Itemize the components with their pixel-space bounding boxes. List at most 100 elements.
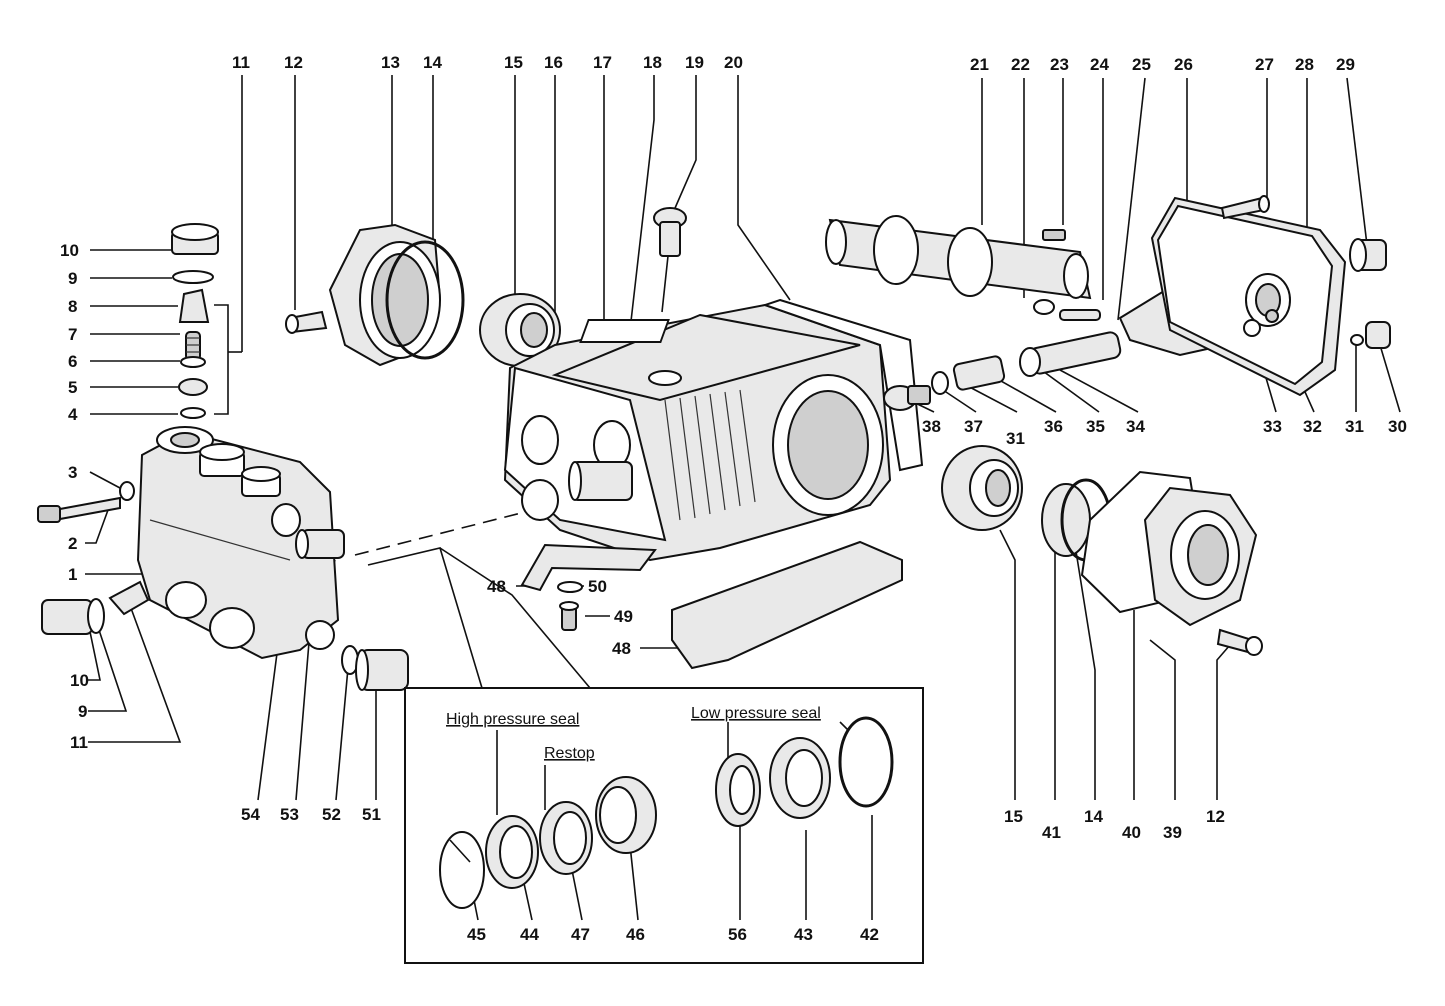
part-label: 33 bbox=[1263, 417, 1282, 436]
part-label: 17 bbox=[593, 53, 612, 72]
part-label: 24 bbox=[1090, 55, 1109, 74]
washer-3 bbox=[119, 481, 135, 501]
part-label: 40 bbox=[1122, 823, 1141, 842]
retainer-46 bbox=[595, 776, 657, 854]
restop-label: Restop bbox=[544, 745, 595, 762]
rear-cover-28 bbox=[1150, 196, 1347, 397]
part-label: 46 bbox=[626, 925, 645, 944]
bolt-2 bbox=[37, 496, 121, 523]
nut-38 bbox=[883, 385, 931, 411]
washer-33 bbox=[1243, 319, 1261, 337]
part-label: 10 bbox=[60, 241, 79, 260]
gasket-20 bbox=[761, 298, 924, 472]
bolt-12 bbox=[285, 310, 328, 334]
part-label: 42 bbox=[860, 925, 879, 944]
liner-17 bbox=[568, 461, 633, 501]
part-label: 21 bbox=[970, 55, 989, 74]
plug-53 bbox=[295, 529, 345, 559]
part-label: 22 bbox=[1011, 55, 1030, 74]
oring-4 bbox=[180, 407, 206, 419]
part-label: 18 bbox=[643, 53, 662, 72]
plug-51 bbox=[355, 649, 409, 691]
part-label: 20 bbox=[724, 53, 743, 72]
nut-32 bbox=[1265, 309, 1279, 323]
part-label: 9 bbox=[68, 269, 77, 288]
foot-48-small bbox=[520, 543, 657, 592]
part-label: 30 bbox=[1388, 417, 1407, 436]
screw-49 bbox=[559, 601, 579, 631]
hp-seal-44 bbox=[485, 815, 539, 889]
flange-39 bbox=[1143, 486, 1258, 627]
part-label: 47 bbox=[571, 925, 590, 944]
lp-seal-56 bbox=[715, 753, 761, 827]
part-label: 51 bbox=[362, 805, 381, 824]
part-label: 37 bbox=[964, 417, 983, 436]
oring-9 bbox=[172, 270, 214, 284]
part-label: 45 bbox=[467, 925, 486, 944]
part-label: 39 bbox=[1163, 823, 1182, 842]
part-label: 12 bbox=[284, 53, 303, 72]
part-label: 4 bbox=[68, 405, 78, 424]
part-label: 10 bbox=[70, 671, 89, 690]
part-label: 2 bbox=[68, 534, 77, 553]
part-label: 35 bbox=[1086, 417, 1105, 436]
bearing-15 bbox=[479, 293, 561, 367]
part-label: 11 bbox=[232, 53, 250, 72]
part-label: 7 bbox=[68, 325, 77, 344]
part-label: 48 bbox=[487, 577, 506, 596]
plug-10-side bbox=[41, 598, 105, 635]
part-label: 8 bbox=[68, 297, 77, 316]
valve-cage-8 bbox=[178, 288, 210, 323]
fitting-11-side bbox=[108, 580, 150, 616]
part-label: 44 bbox=[520, 925, 539, 944]
washer-50 bbox=[557, 581, 583, 593]
part-label: 19 bbox=[685, 53, 704, 72]
part-label: 41 bbox=[1042, 823, 1061, 842]
part-label: 36 bbox=[1044, 417, 1063, 436]
part-label: 13 bbox=[381, 53, 400, 72]
part-label: 56 bbox=[728, 925, 747, 944]
dipstick-19 bbox=[653, 207, 687, 313]
valve-6 bbox=[180, 356, 206, 368]
part-label: 14 bbox=[1084, 807, 1103, 826]
oring-14 bbox=[385, 240, 465, 360]
part-label: 11 bbox=[70, 733, 88, 752]
part-label: 50 bbox=[588, 577, 607, 596]
part-label: 12 bbox=[1206, 807, 1225, 826]
part-label: 31 bbox=[1006, 429, 1025, 448]
spring-7 bbox=[185, 331, 201, 361]
part-label: 43 bbox=[794, 925, 813, 944]
bearing-15-right bbox=[941, 445, 1023, 531]
part-label: 32 bbox=[1303, 417, 1322, 436]
part-number-labels: 11 12 13 14 15 16 17 18 19 20 21 22 23 2… bbox=[60, 53, 1407, 944]
seal-37 bbox=[931, 371, 949, 395]
part-label: 49 bbox=[614, 607, 633, 626]
crankcase-18 bbox=[503, 303, 892, 562]
pin-24 bbox=[1059, 309, 1101, 321]
part-label: 15 bbox=[504, 53, 523, 72]
ring-43 bbox=[769, 737, 831, 819]
part-label: 15 bbox=[1004, 807, 1023, 826]
key-23 bbox=[1042, 229, 1066, 241]
plunger-36 bbox=[952, 355, 1006, 391]
foot-48-large bbox=[671, 540, 903, 670]
valve-plug-10 bbox=[171, 223, 219, 255]
part-label: 3 bbox=[68, 463, 77, 482]
restop-47 bbox=[539, 801, 593, 875]
bearing-cover-13 bbox=[328, 223, 442, 367]
part-label: 38 bbox=[922, 417, 941, 436]
ring-22 bbox=[1033, 299, 1055, 315]
oring-54 bbox=[305, 620, 335, 650]
part-label: 52 bbox=[322, 805, 341, 824]
part-label: 48 bbox=[612, 639, 631, 658]
oring-31 bbox=[1350, 334, 1364, 346]
bolt-12-right bbox=[1216, 628, 1263, 656]
valve-seat-5 bbox=[178, 378, 208, 396]
part-label: 5 bbox=[68, 378, 77, 397]
part-label: 23 bbox=[1050, 55, 1069, 74]
crankshaft-21 bbox=[825, 215, 1092, 300]
seal-ring-45 bbox=[439, 831, 485, 909]
plug-29 bbox=[1349, 238, 1387, 272]
part-label: 6 bbox=[68, 352, 77, 371]
